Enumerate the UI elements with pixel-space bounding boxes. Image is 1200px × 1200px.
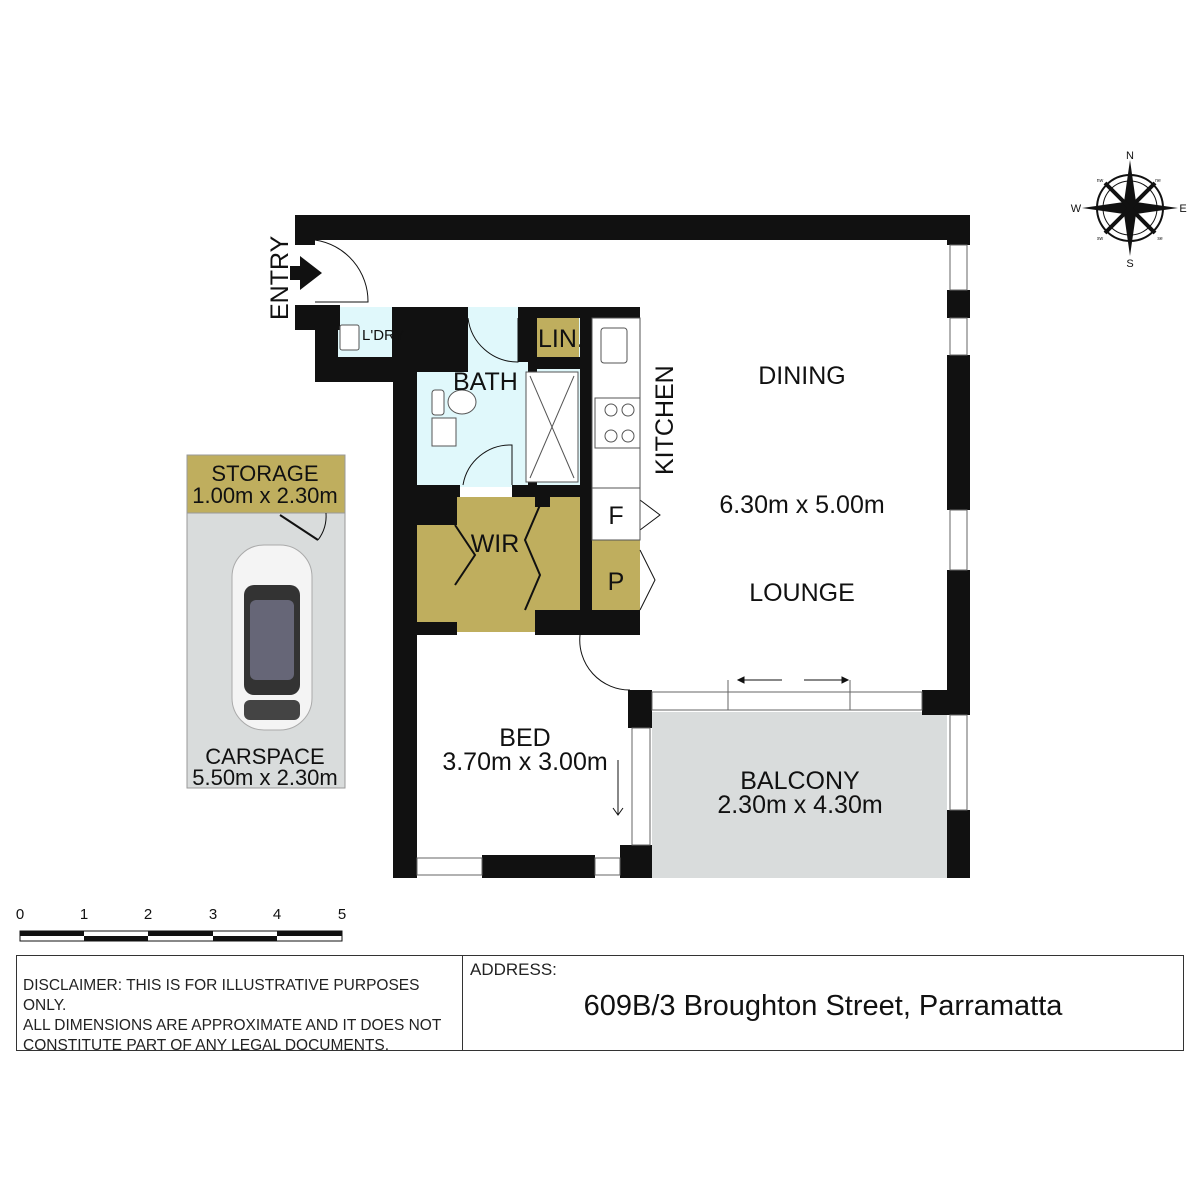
scale-bar: 0 1 2 3 4 5 xyxy=(16,906,346,942)
lounge-label: LOUNGE xyxy=(749,579,855,607)
balcony-label: BALCONY xyxy=(740,767,860,795)
compass-w: W xyxy=(1071,203,1082,215)
scale-tick-0: 0 xyxy=(16,906,24,923)
floor-plan-drawing: ENTRY L'DRY BATH LIN. KITCHEN DINING 6.3… xyxy=(16,150,1187,942)
windows xyxy=(416,244,968,876)
entry-label: ENTRY xyxy=(266,235,294,320)
car-icon xyxy=(231,544,313,731)
compass-nw: nw xyxy=(1097,178,1104,184)
compass-icon: N S W E nw ne sw se xyxy=(1071,150,1187,270)
pantry-label: P xyxy=(608,568,625,596)
walls xyxy=(295,215,970,878)
address-value: 609B/3 Broughton Street, Parramatta xyxy=(583,990,1063,1022)
scale-tick-5: 5 xyxy=(338,906,346,923)
disclaimer-line: DISCLAIMER: THIS IS FOR ILLUSTRATIVE PUR… xyxy=(23,977,420,1014)
bath-label: BATH xyxy=(453,368,518,396)
scale-tick-2: 2 xyxy=(144,906,152,923)
info-panel: DISCLAIMER: THIS IS FOR ILLUSTRATIVE PUR… xyxy=(16,955,1184,1054)
storage-area xyxy=(186,454,346,514)
bed-label: BED xyxy=(499,724,550,752)
disclaimer-line: CONSTITUTE PART OF ANY LEGAL DOCUMENTS. xyxy=(23,1037,390,1054)
balcony-dimensions: 2.30m x 4.30m xyxy=(717,791,882,819)
entry-arrow-icon xyxy=(290,256,322,290)
compass-ne: ne xyxy=(1155,178,1161,184)
sliding-door-arrows xyxy=(736,676,850,684)
scale-tick-3: 3 xyxy=(209,906,217,923)
linen-label: LIN. xyxy=(538,325,584,353)
compass-se: se xyxy=(1157,236,1163,242)
dining-label: DINING xyxy=(758,362,846,390)
storage-label: STORAGE xyxy=(211,461,318,486)
compass-e: E xyxy=(1179,203,1186,215)
storage-dimensions: 1.00m x 2.30m xyxy=(192,483,338,508)
carspace-dimensions: 5.50m x 2.30m xyxy=(192,765,338,790)
laundry-label: L'DRY xyxy=(362,327,405,344)
disclaimer: DISCLAIMER: THIS IS FOR ILLUSTRATIVE PUR… xyxy=(17,956,463,1054)
compass-sw: sw xyxy=(1097,236,1104,242)
fixtures xyxy=(339,317,641,541)
wir-label: WIR xyxy=(471,530,520,558)
disclaimer-line: ALL DIMENSIONS ARE APPROXIMATE AND IT DO… xyxy=(23,1017,442,1034)
scale-tick-4: 4 xyxy=(273,906,281,923)
doors xyxy=(314,239,661,816)
compass-n: N xyxy=(1126,150,1134,162)
address-label: ADDRESS: xyxy=(470,960,557,979)
carspace-label: CARSPACE xyxy=(205,744,324,769)
pantry-area xyxy=(592,540,640,622)
address-box: ADDRESS: 609B/3 Broughton Street, Parram… xyxy=(463,956,1183,1050)
compass-s: S xyxy=(1126,258,1133,270)
bed-dimensions: 3.70m x 3.00m xyxy=(442,748,607,776)
living-dimensions: 6.30m x 5.00m xyxy=(719,491,884,519)
scale-tick-1: 1 xyxy=(80,906,88,923)
balcony-area xyxy=(652,712,947,878)
fridge-label: F xyxy=(608,502,623,530)
kitchen-label: KITCHEN xyxy=(651,365,679,475)
storage-door xyxy=(279,512,327,541)
